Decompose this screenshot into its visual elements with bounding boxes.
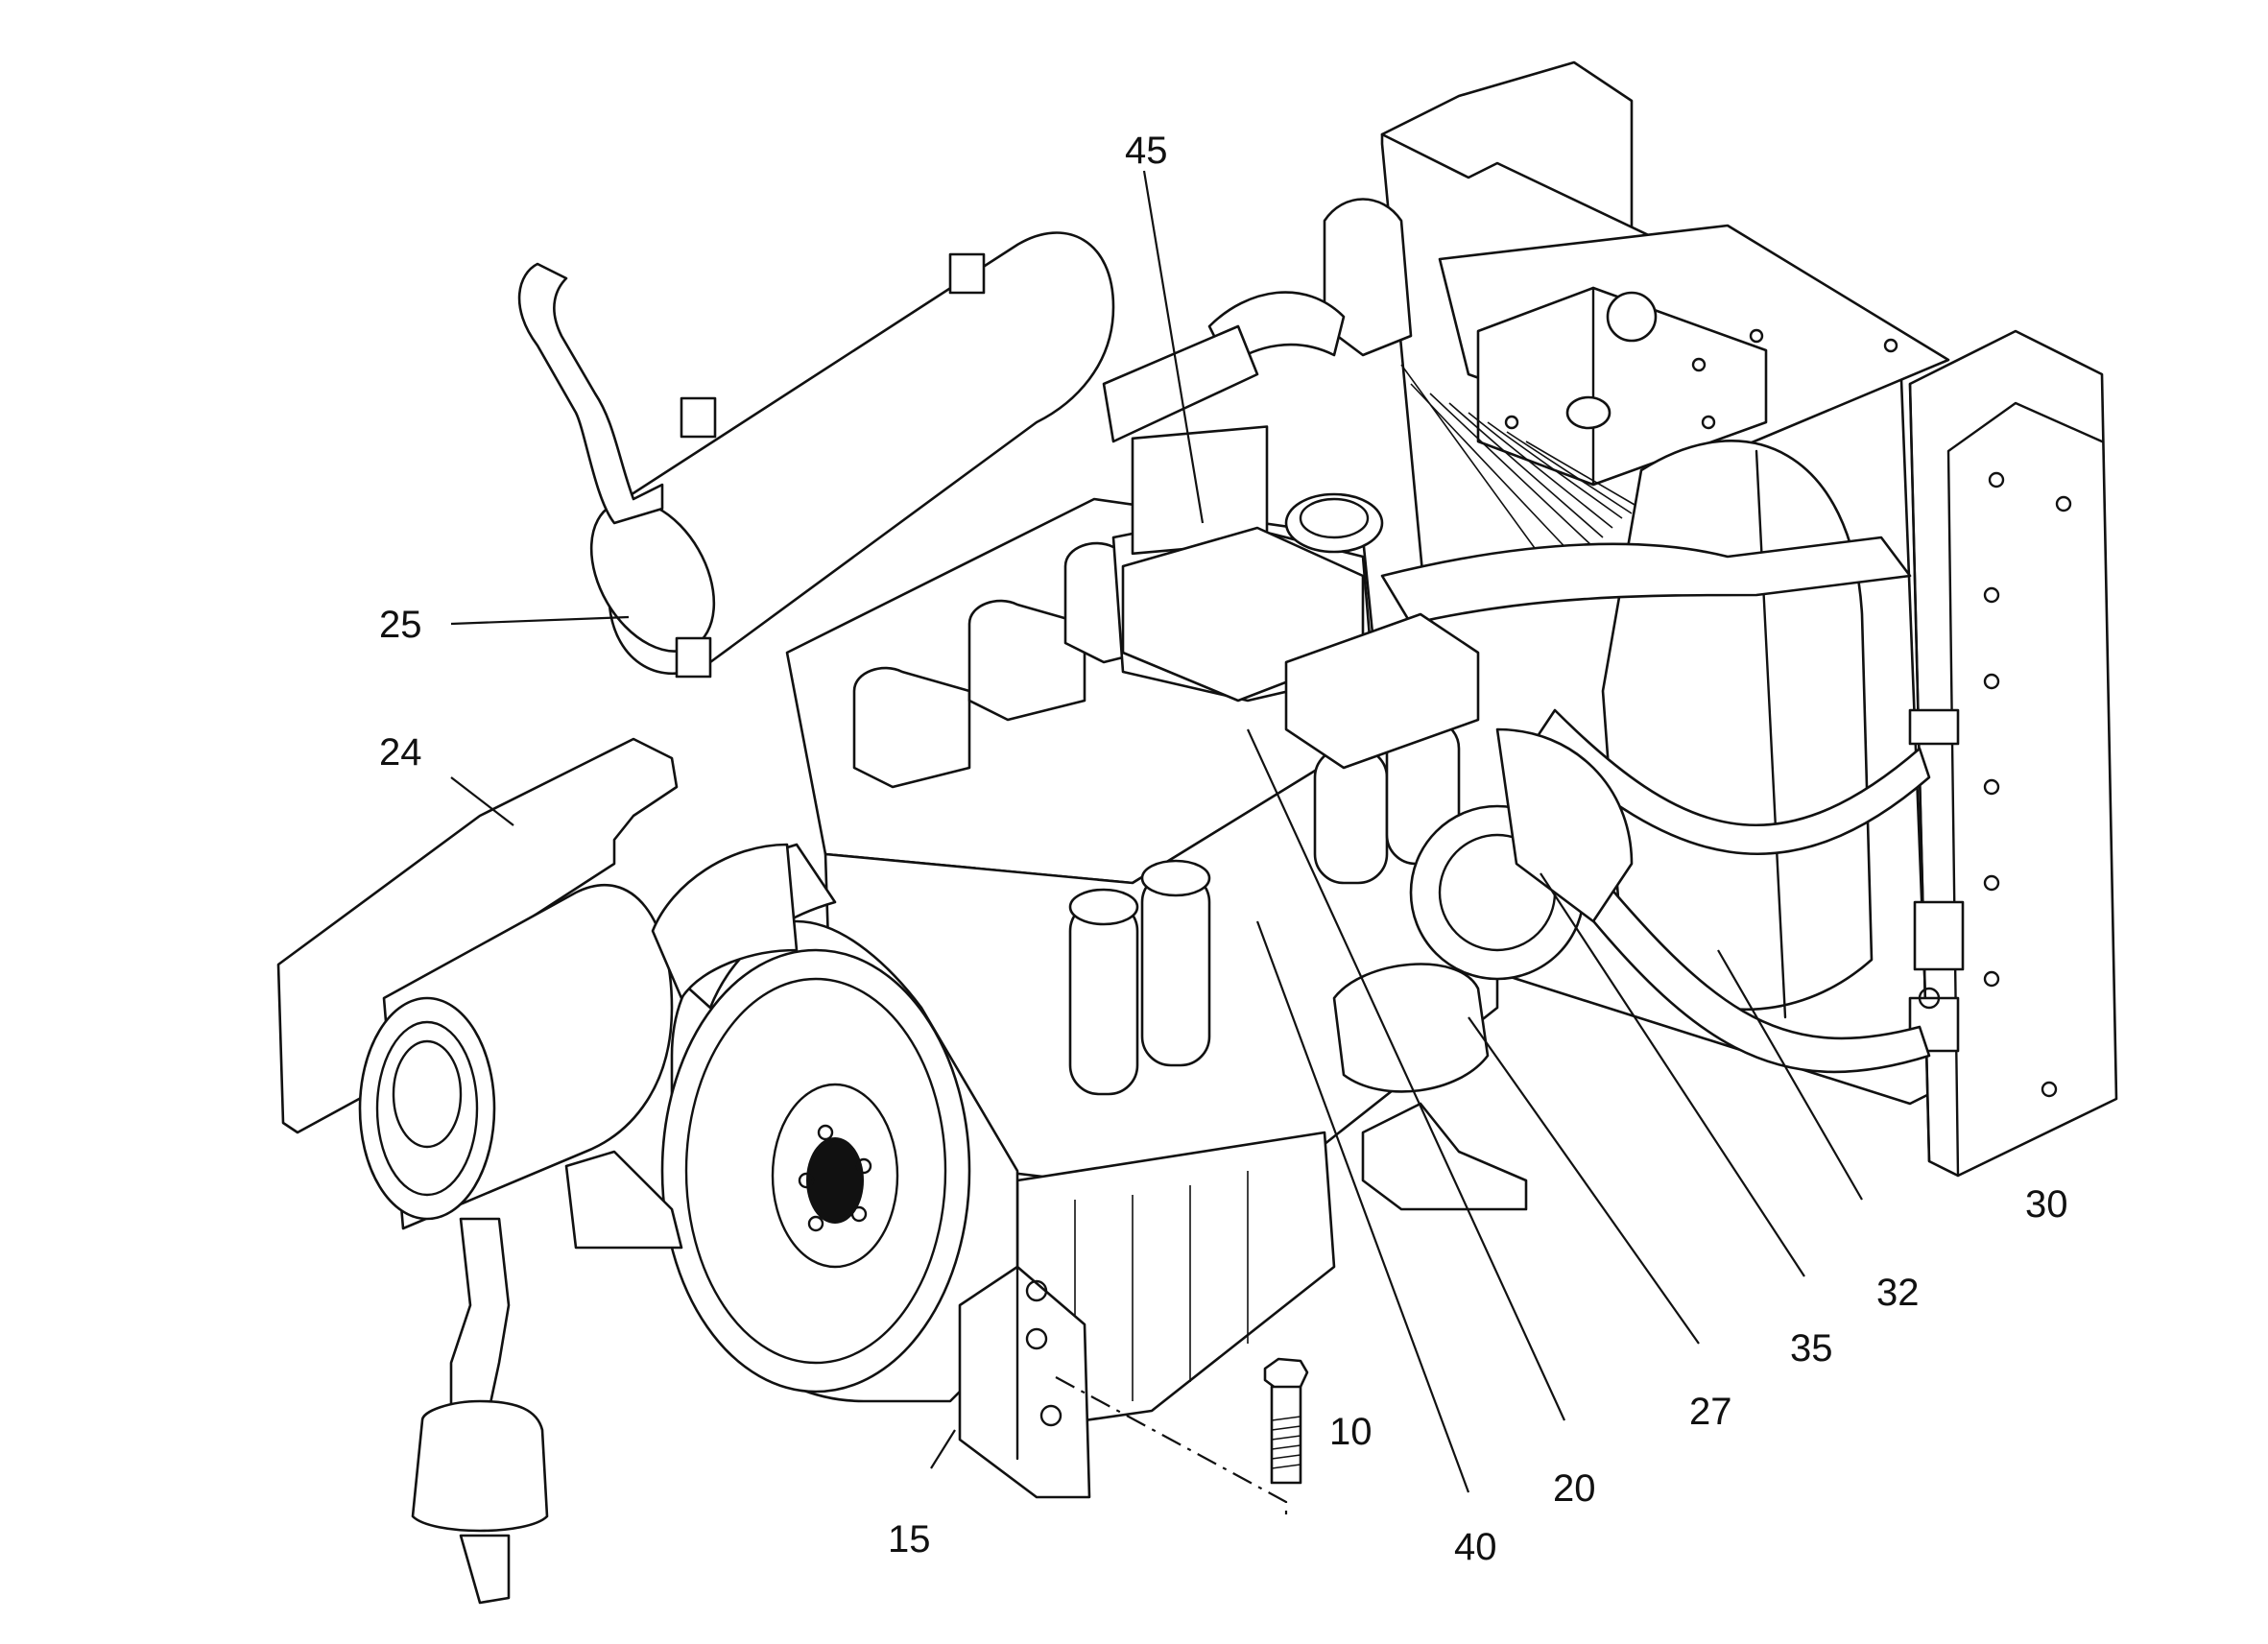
callout-25: 25 [379, 604, 422, 646]
callout-40: 40 [1454, 1526, 1497, 1568]
callout-30: 30 [2025, 1183, 2068, 1226]
leader-lines [450, 170, 1863, 1493]
muffler [517, 231, 1259, 679]
callout-10: 10 [1329, 1411, 1373, 1453]
bolt [1055, 1357, 1309, 1521]
engine-block [785, 425, 1634, 1422]
callout-45: 45 [1125, 130, 1168, 172]
callout-24: 24 [379, 731, 422, 774]
callout-35: 35 [1790, 1327, 1833, 1370]
callout-20: 20 [1553, 1467, 1596, 1510]
callout-32: 32 [1876, 1272, 1920, 1314]
callout-27: 27 [1689, 1391, 1732, 1433]
callout-15: 15 [888, 1518, 931, 1561]
air-filter [276, 737, 799, 1605]
callout-labels: 45 25 24 30 32 35 27 20 40 10 15 [379, 130, 2068, 1568]
